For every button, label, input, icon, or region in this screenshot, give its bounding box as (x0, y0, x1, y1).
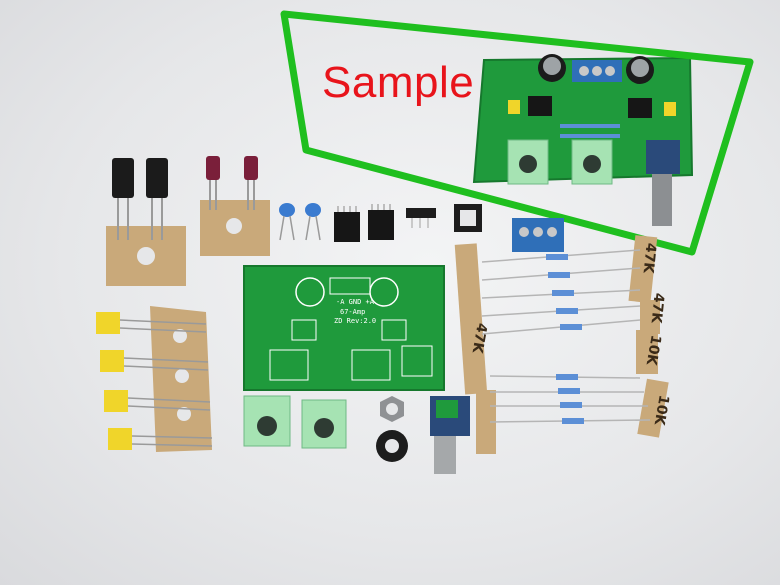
electrolytic-capacitors-tape (106, 158, 186, 286)
potentiometer (430, 396, 470, 474)
pcb-model-marking: 67-Amp (340, 308, 366, 316)
resistor-tag-1: 47K (639, 242, 659, 274)
sample-annotation-label: Sample (322, 58, 475, 107)
assembled-sample-board (472, 54, 694, 226)
ceramic-capacitors (279, 203, 321, 241)
nut-and-washer (376, 396, 408, 462)
op-amp-chips (334, 204, 394, 242)
resistor-strip (454, 235, 669, 454)
sample-highlight-outline (280, 10, 754, 256)
film-capacitors-tape (96, 306, 213, 452)
pcb-pin-marking: -A GND +A (336, 298, 374, 306)
bare-pcb (243, 265, 445, 391)
pin-header (406, 208, 436, 228)
audio-jacks (243, 395, 347, 449)
small-electrolytic-capacitors-tape (200, 156, 270, 256)
resistor-tag-2: 47K (647, 292, 667, 324)
pcb-revision-marking: ZD Rev:2.0 (334, 317, 377, 325)
ic-socket (454, 204, 482, 232)
screw-terminal (512, 218, 564, 252)
